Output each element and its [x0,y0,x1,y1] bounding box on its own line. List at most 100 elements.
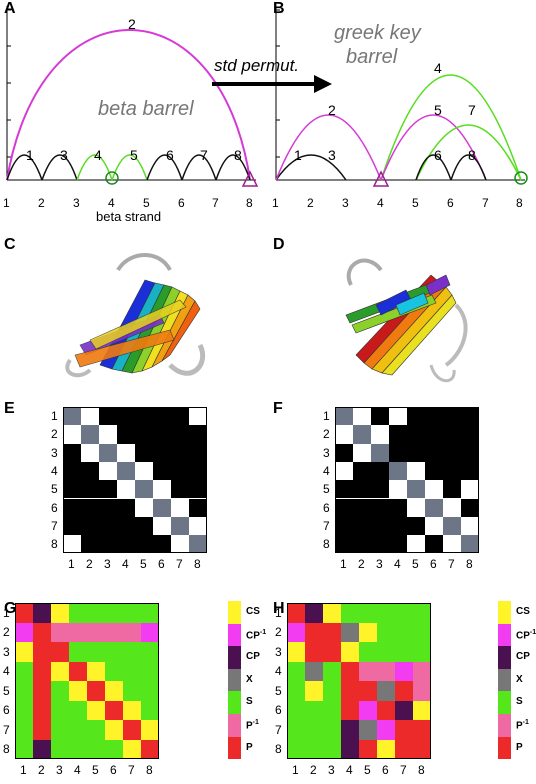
matrix-cell [443,425,461,444]
column-label: 6 [430,557,437,572]
matrix-cell [287,700,305,720]
panel-letter-g: G [4,600,17,617]
matrix-cell [63,480,81,499]
matrix-cell [87,661,105,681]
column-label: 1 [292,763,299,777]
column-label: 5 [92,763,99,777]
matrix-cell [461,461,479,481]
matrix-cell [377,661,395,681]
legend-label: P-1 [516,719,529,732]
matrix-cell [51,700,69,720]
beta-barrel-label: beta barrel [98,98,194,120]
x-tick-label: 5 [143,196,150,210]
matrix-cell [425,535,443,554]
legend-swatch [228,691,241,714]
matrix-cell [135,443,153,462]
matrix-cell [63,443,81,462]
matrix-cell [105,681,123,701]
row-label: 5 [323,482,330,497]
matrix-cell [359,642,377,662]
matrix-cell [395,622,413,642]
legend-label: P [516,741,523,753]
matrix-cell [353,425,371,444]
matrix-cell [395,661,413,681]
matrix-cell [141,603,159,623]
arc-label: 8 [234,147,242,163]
legend-superscript: -1 [522,719,529,726]
matrix-cell [33,622,51,642]
matrix-cell [395,739,413,759]
column-label: 8 [418,763,425,777]
matrix-cell [323,700,341,720]
matrix-cell [87,720,105,740]
x-tick-label: 5 [412,196,419,210]
matrix-cell [69,720,87,740]
column-label: 2 [38,763,45,777]
matrix-cell [443,461,461,481]
matrix-cell [335,535,353,554]
column-label: 4 [74,763,81,777]
matrix-cell [461,535,479,554]
matrix-cell [413,603,431,623]
matrix-cell [305,681,323,701]
matrix-cell [353,480,371,499]
matrix-cell [353,443,371,462]
matrix-cell [341,700,359,720]
matrix-cell [105,739,123,759]
column-label: 4 [346,763,353,777]
matrix-cell [443,443,461,462]
matrix-cell [135,407,153,426]
column-label: 1 [20,763,27,777]
matrix-cell [323,739,341,759]
matrix-cell [461,425,479,444]
column-label: 8 [194,557,201,572]
matrix-cell [153,407,171,426]
matrix-cell [305,642,323,662]
matrix-cell [305,739,323,759]
column-label: 5 [412,557,419,572]
matrix-cell [153,480,171,499]
matrix-cell [51,603,69,623]
matrix-cell [51,642,69,662]
x-tick-label: 8 [246,196,253,210]
matrix-cell [407,498,425,517]
matrix-cell [377,739,395,759]
matrix-cell [171,516,189,536]
column-label: 7 [128,763,135,777]
x-tick-label: 4 [377,196,384,210]
matrix-cell [117,535,135,554]
column-label: 7 [176,557,183,572]
column-label: 3 [56,763,63,777]
matrix-cell [33,642,51,662]
legend-label: CP-1 [246,628,267,641]
matrix-cell [189,535,207,554]
matrix-cell [63,407,81,426]
std-permut-label: std permut. [214,56,300,75]
greek-key-barrel-structure-image [345,258,468,383]
matrix-cell [99,535,117,554]
row-label: 8 [323,537,330,552]
matrix-cell [69,661,87,681]
matrix-cell [171,425,189,444]
row-label: 8 [3,742,10,757]
matrix-cell [123,642,141,662]
matrix-cell [371,443,389,462]
matrix-cell [413,739,431,759]
matrix-cell [377,622,395,642]
beta-barrel-structure-image [65,253,206,378]
legend-label: S [246,696,253,708]
matrix-cell [123,739,141,759]
matrix-cell [153,461,171,481]
matrix-cell [123,661,141,681]
arc-label: 3 [60,147,68,163]
matrix-cell [425,480,443,499]
matrix-cell [389,480,407,499]
matrix-cell [413,720,431,740]
arc-label: 8 [468,147,476,163]
arc-label: 1 [26,147,34,163]
matrix-cell [341,603,359,623]
matrix-cell [443,498,461,517]
matrix-cell [105,603,123,623]
row-label: 5 [3,683,10,698]
matrix-cell [287,603,305,623]
